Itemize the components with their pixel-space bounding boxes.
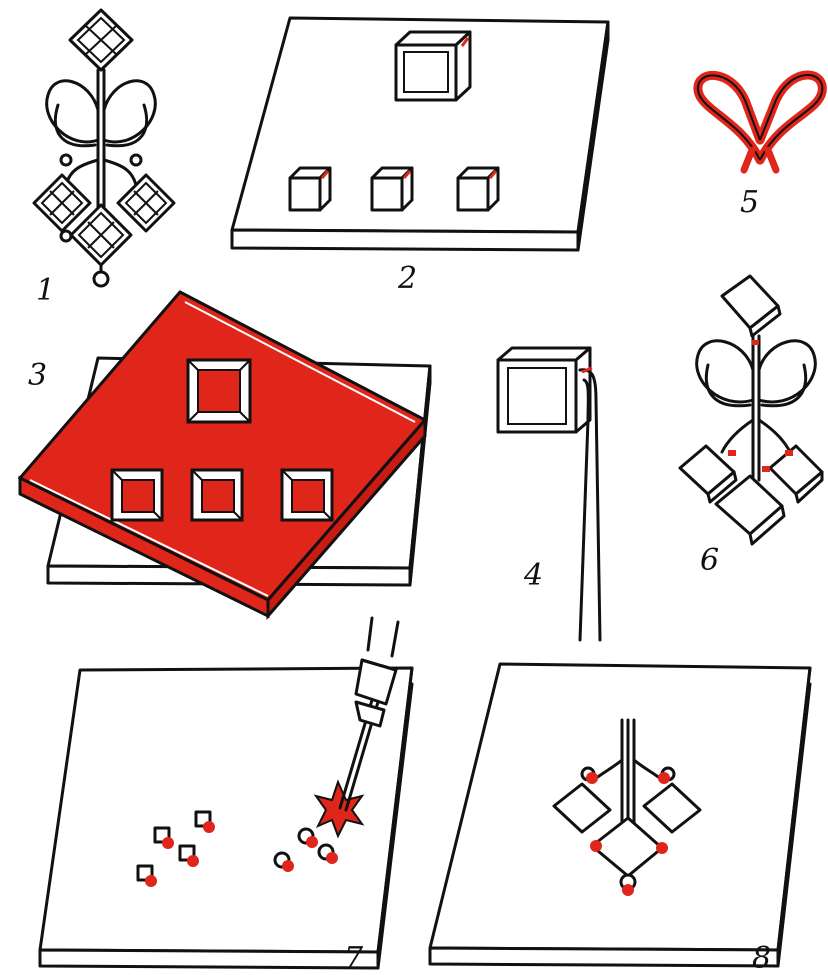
fig2-small-cube [372, 168, 412, 210]
fig3-label: 3 [28, 358, 47, 393]
fig3-small-cutout [282, 470, 332, 520]
fig3-large-cutout [188, 360, 250, 422]
fig5-red-loop [698, 75, 822, 170]
fig6-assembly [680, 276, 822, 544]
fig2-small-cube [458, 168, 498, 210]
fig1-top-diamond [70, 10, 132, 70]
fig8-plate [430, 664, 810, 966]
fig1-ornament [34, 10, 174, 286]
fig2-label: 2 [397, 261, 417, 296]
fig2-large-cube [396, 32, 470, 100]
fig7-label: 7 [344, 941, 364, 975]
fig7-plate [40, 618, 412, 968]
fig2-plate [232, 18, 608, 250]
fig2-small-cube [290, 168, 330, 210]
fig3-small-cutout [112, 470, 162, 520]
fig4-label: 4 [523, 558, 543, 593]
fig1-label: 1 [36, 273, 55, 308]
fig3-small-cutout [192, 470, 242, 520]
fig4-cube-wire [498, 348, 600, 640]
fig8-label: 8 [752, 941, 771, 975]
fig5-label: 5 [740, 185, 759, 220]
fig6-label: 6 [700, 543, 719, 578]
fig3-stacked-plates [20, 292, 430, 616]
